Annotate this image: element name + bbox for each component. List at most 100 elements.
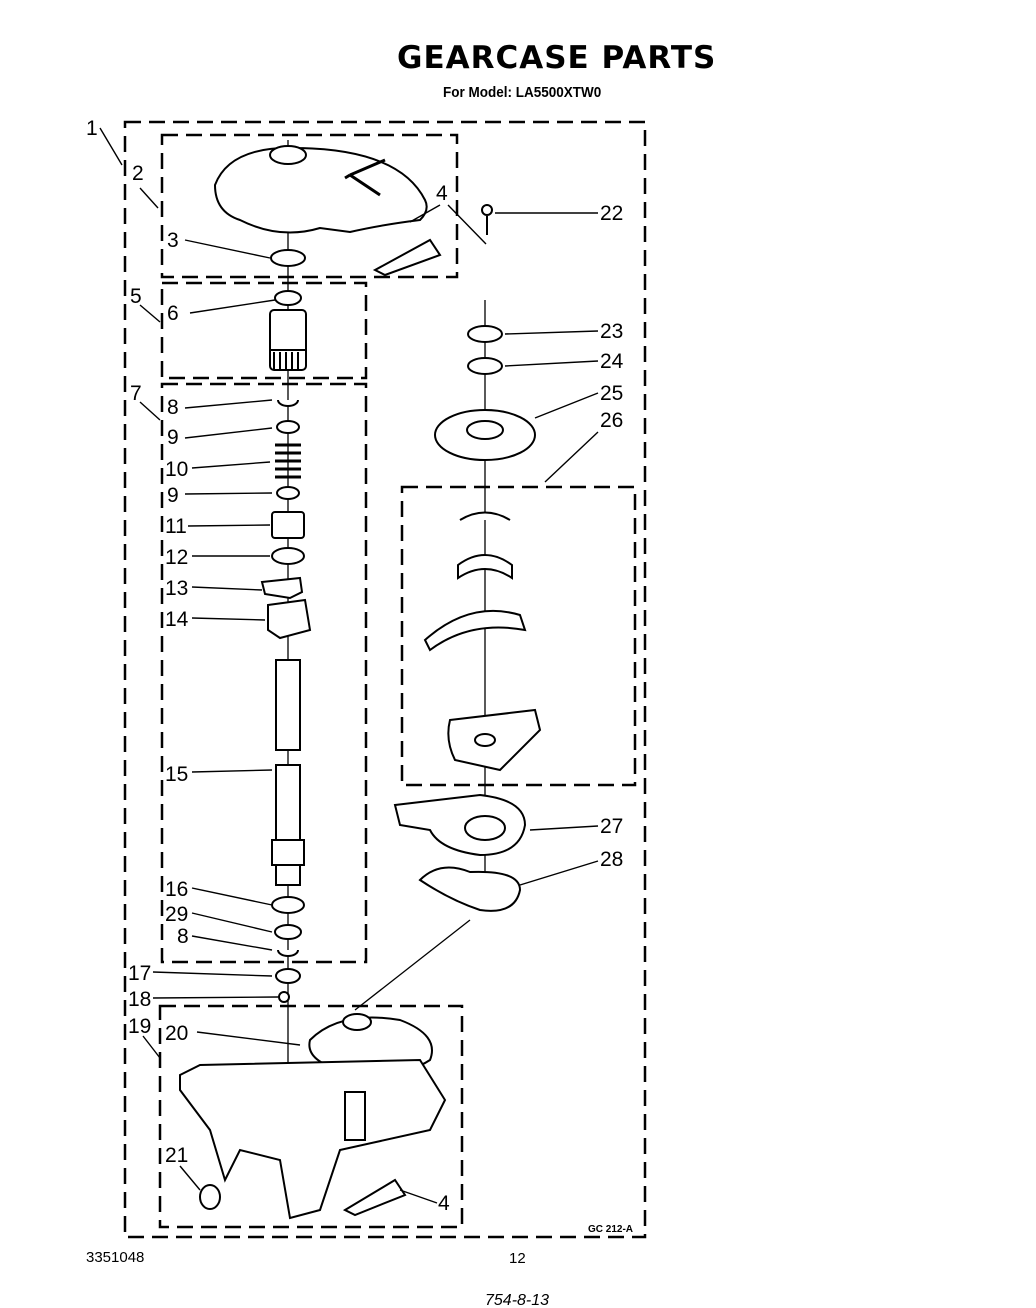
- leader-line: [191, 887, 273, 906]
- leader-line: [191, 935, 273, 951]
- callout-label: 14: [165, 608, 189, 631]
- leader-line: [447, 204, 487, 245]
- shift-arc-1: [459, 511, 511, 521]
- clip-8b: [277, 949, 299, 957]
- callout-label: 25: [600, 382, 623, 405]
- leader-line: [184, 427, 273, 439]
- leader-line: [504, 360, 599, 367]
- ring-24: [467, 357, 503, 375]
- gear-11: [271, 511, 305, 539]
- callout-label: 27: [600, 815, 623, 838]
- leader-line: [184, 399, 273, 409]
- callout-label: 7: [130, 382, 142, 405]
- sealant-tube-bottom: [342, 1178, 407, 1217]
- lever-27: [393, 793, 527, 857]
- leader-line: [191, 617, 266, 621]
- part-number: 3351048: [86, 1249, 144, 1266]
- callout-label: 23: [600, 320, 623, 343]
- callout-label: 18: [128, 988, 151, 1011]
- callout-label: 1: [86, 117, 98, 140]
- leader-line: [519, 860, 599, 886]
- leader-line: [99, 127, 123, 166]
- gearcase-housing: [179, 1058, 447, 1220]
- washer-9: [276, 420, 300, 434]
- callout-label: 22: [600, 202, 623, 225]
- leader-line: [184, 239, 271, 259]
- callout-label: 9: [167, 484, 179, 507]
- callout-label: 28: [600, 848, 623, 871]
- handwritten-note: 754-8-13: [485, 1292, 549, 1308]
- leader-line: [504, 330, 599, 335]
- drawing-code: GC 212-A: [588, 1224, 633, 1235]
- leader-line: [184, 492, 273, 495]
- callout-label: 3: [167, 229, 179, 252]
- washer-17: [275, 968, 301, 984]
- ring-12: [271, 547, 305, 565]
- shift-fork: [423, 609, 527, 652]
- seal-3: [270, 249, 306, 267]
- leader-line: [191, 586, 263, 591]
- leader-line: [152, 971, 273, 977]
- ring-23: [467, 325, 503, 343]
- ring-6: [274, 290, 302, 306]
- sealant-tube-top: [372, 238, 442, 277]
- callout-label: 21: [165, 1144, 188, 1167]
- callout-label: 29: [165, 903, 188, 926]
- leader-lines: [99, 127, 599, 1204]
- callout-label: 2: [132, 162, 144, 185]
- leader-line: [544, 431, 599, 483]
- callout-label: 4: [438, 1192, 450, 1215]
- bearing-21: [199, 1184, 221, 1210]
- leader-line: [534, 392, 599, 419]
- leader-line: [191, 769, 273, 773]
- leader-line: [399, 1189, 438, 1204]
- dog-13: [260, 576, 304, 600]
- clutch-14: [267, 598, 312, 640]
- leader-line: [139, 187, 159, 209]
- pinion-6: [269, 309, 307, 371]
- callout-label: 8: [177, 925, 189, 948]
- spring-10: [275, 443, 301, 479]
- leader-line: [139, 401, 161, 421]
- callout-label: 6: [167, 302, 179, 325]
- leader-line: [189, 299, 276, 314]
- callout-label: 9: [167, 426, 179, 449]
- cover-assembly-box: [160, 133, 459, 279]
- callout-label: 26: [600, 409, 623, 432]
- callout-label: 24: [600, 350, 624, 373]
- leader-line: [196, 1031, 301, 1046]
- model-subtitle: For Model: LA5500XTW0: [443, 84, 602, 101]
- shift-assembly-box: [400, 485, 637, 787]
- housing-assembly-box: [158, 1004, 464, 1229]
- page-number: 12: [509, 1250, 526, 1267]
- leader-line: [191, 912, 273, 933]
- washer-29: [274, 924, 302, 940]
- ring-16: [271, 896, 305, 914]
- pinion-assembly-box: [160, 281, 368, 380]
- shaft-assembly-box: [160, 382, 368, 964]
- gearcase-cover: [213, 146, 428, 234]
- leader-line: [139, 304, 161, 323]
- callout-label: 8: [167, 396, 179, 419]
- leader-line: [142, 1035, 161, 1059]
- shaft-upper: [275, 659, 301, 751]
- callout-label: 19: [128, 1015, 151, 1038]
- page-title: GEARCASE PARTS: [397, 40, 717, 76]
- washer-9b: [276, 486, 300, 500]
- assembly-boxes: [123, 120, 647, 1239]
- callout-label: 13: [165, 577, 188, 600]
- callout-label: 5: [130, 285, 142, 308]
- gearcase-assembly-box: [123, 120, 647, 1239]
- spring-28: [418, 866, 522, 912]
- callout-label: 20: [165, 1022, 188, 1045]
- callout-label: 11: [165, 515, 187, 538]
- ball-18: [278, 991, 290, 1003]
- callout-label: 15: [165, 763, 188, 786]
- leader-line: [191, 461, 271, 469]
- screw-22: [481, 204, 494, 235]
- callout-label: 17: [128, 962, 151, 985]
- leader-line: [529, 825, 599, 831]
- parts: [179, 145, 542, 1220]
- callout-label: 4: [436, 182, 448, 205]
